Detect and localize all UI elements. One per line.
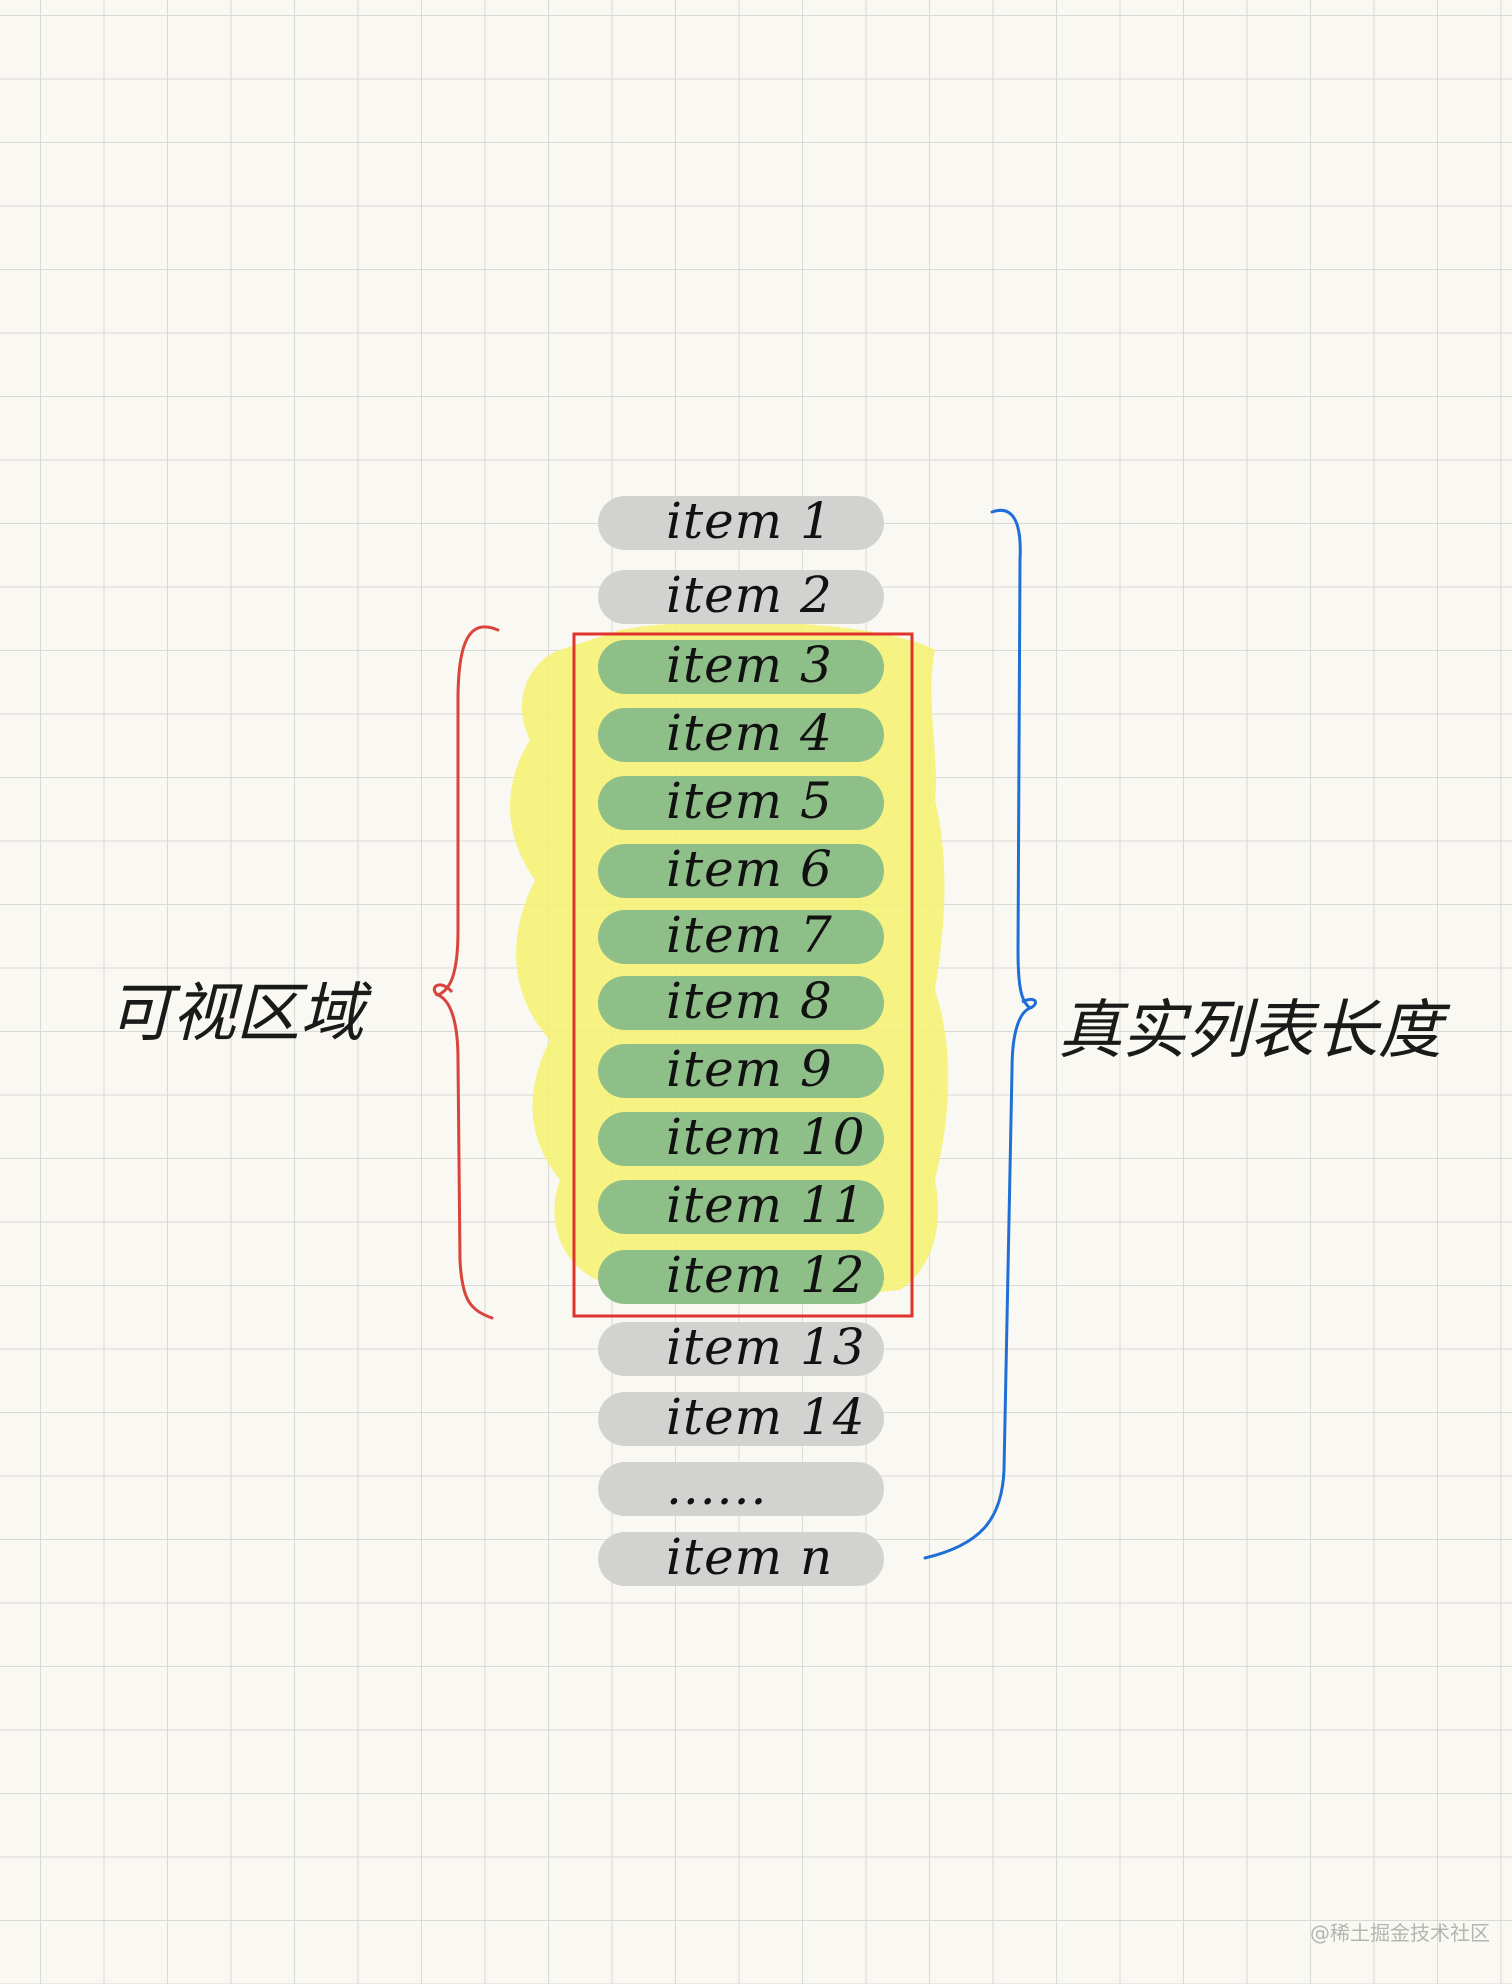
offscreen-item-pill <box>598 1532 884 1586</box>
list-item: item 7 <box>598 906 884 964</box>
visible-item-pill <box>598 910 884 964</box>
right-brace <box>923 508 1034 1560</box>
visible-area-label: 可视区域 <box>108 977 372 1051</box>
list-item: item n <box>598 1528 884 1586</box>
list-item: item 13 <box>598 1318 884 1376</box>
item-label: item 14 <box>666 1388 866 1446</box>
list-item: item 5 <box>598 772 884 830</box>
item-label: item 6 <box>666 840 833 898</box>
item-label: item 4 <box>666 704 833 762</box>
list-item: item 6 <box>598 840 884 898</box>
list-item: item 11 <box>598 1176 884 1234</box>
visible-item-pill <box>598 640 884 694</box>
list-item: item 4 <box>598 704 884 762</box>
list-item: ...... <box>598 1458 884 1516</box>
visible-item-pill <box>598 1044 884 1098</box>
item-label: item 7 <box>666 906 833 964</box>
visible-item-pill <box>598 976 884 1030</box>
list-items: item 1 item 2 item 3 item 4 item 5 item 6 item… <box>598 492 884 1586</box>
visible-item-pill <box>598 844 884 898</box>
visible-item-pill <box>598 1250 884 1304</box>
item-label: ...... <box>666 1458 767 1516</box>
offscreen-item-pill <box>598 496 884 550</box>
offscreen-item-pill <box>598 1322 884 1376</box>
list-item: item 9 <box>598 1040 884 1098</box>
viewport-frame <box>572 632 914 1318</box>
item-label: item 9 <box>666 1040 833 1098</box>
offscreen-item-pill <box>598 570 884 624</box>
visible-item-pill <box>598 1112 884 1166</box>
item-label: item n <box>666 1528 833 1586</box>
left-brace-tip <box>432 983 454 997</box>
item-label: item 11 <box>666 1176 866 1234</box>
visible-item-pill <box>598 1180 884 1234</box>
item-label: item 12 <box>666 1246 866 1304</box>
right-brace-tip <box>1021 997 1038 1010</box>
offscreen-item-pill <box>598 1462 884 1516</box>
item-label: item 8 <box>666 972 833 1030</box>
item-label: item 2 <box>666 566 833 624</box>
list-item: item 3 <box>598 636 884 694</box>
list-item: item 10 <box>598 1108 884 1166</box>
item-label: item 1 <box>666 492 833 550</box>
list-item: item 12 <box>598 1246 884 1304</box>
list-item: item 8 <box>598 972 884 1030</box>
list-item: item 2 <box>598 566 884 624</box>
visible-item-pill <box>598 776 884 830</box>
item-label: item 5 <box>666 772 833 830</box>
watermark: @稀土掘金技术社区 <box>1310 1921 1490 1945</box>
item-label: item 3 <box>666 636 833 694</box>
real-list-length-label: 真实列表长度 <box>1058 994 1451 1068</box>
item-label: item 10 <box>666 1108 866 1166</box>
list-item: item 1 <box>598 492 884 550</box>
left-brace <box>434 625 500 1320</box>
offscreen-item-pill <box>598 1392 884 1446</box>
list-item: item 14 <box>598 1388 884 1446</box>
visible-item-pill <box>598 708 884 762</box>
item-label: item 13 <box>666 1318 866 1376</box>
